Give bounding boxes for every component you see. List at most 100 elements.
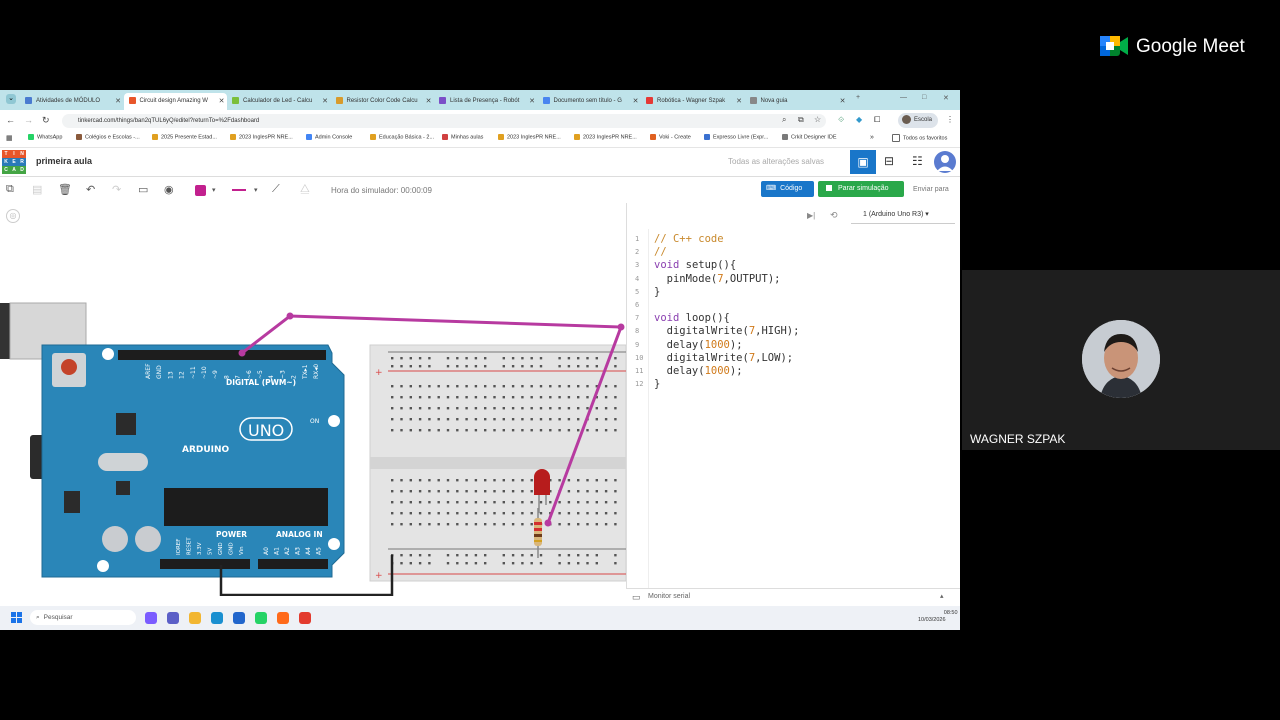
breadboard-hole[interactable] (511, 385, 515, 388)
code-line[interactable]: pinMode(7,OUTPUT); (654, 272, 781, 285)
breadboard-hole[interactable] (604, 490, 608, 493)
breadboard-hole[interactable] (465, 357, 468, 360)
breadboard-hole[interactable] (465, 418, 468, 421)
breadboard-hole[interactable] (595, 512, 598, 515)
breadboard-hole[interactable] (400, 501, 403, 504)
breadboard-hole[interactable] (502, 396, 505, 399)
breadboard-hole[interactable] (484, 407, 487, 410)
breadboard-hole[interactable] (428, 512, 431, 515)
code-line[interactable]: void setup(){ (654, 259, 737, 272)
breadboard-hole[interactable] (400, 562, 403, 565)
breadboard-hole[interactable] (511, 407, 515, 410)
send-to-button[interactable]: Enviar para (913, 186, 949, 193)
breadboard-hole[interactable] (530, 429, 533, 432)
ground-wire[interactable] (219, 555, 394, 596)
breadboard-hole[interactable] (418, 479, 422, 482)
breadboard-hole[interactable] (549, 490, 552, 493)
breadboard-hole[interactable] (484, 523, 487, 526)
breadboard-hole[interactable] (614, 562, 617, 565)
breadboard-hole[interactable] (484, 490, 487, 493)
breadboard-hole[interactable] (428, 490, 431, 493)
breadboard-hole[interactable] (595, 501, 598, 504)
breadboard-hole[interactable] (437, 396, 440, 399)
breadboard-hole[interactable] (614, 501, 617, 504)
browser-tab[interactable]: Lista de Presença - Robót✕ (434, 93, 537, 110)
code-line[interactable]: } (654, 378, 661, 391)
magenta-wire[interactable] (241, 314, 624, 524)
breadboard-hole[interactable] (567, 418, 571, 421)
breadboard-hole[interactable] (539, 357, 543, 360)
profile-button[interactable]: Escola (898, 113, 938, 128)
breadboard-hole[interactable] (502, 365, 505, 368)
breadboard-hole[interactable] (409, 512, 412, 515)
breadboard-hole[interactable] (428, 501, 431, 504)
breadboard-hole[interactable] (604, 479, 608, 482)
code-line[interactable]: // C++ code (654, 233, 724, 245)
breadboard-hole[interactable] (530, 407, 533, 410)
eye-icon[interactable]: ◉ (164, 184, 174, 196)
redo-icon[interactable]: ↷ (112, 184, 122, 196)
breadboard-hole[interactable] (558, 501, 561, 504)
browser-tab[interactable]: Calculador de Led - Calcu✕ (227, 93, 330, 110)
breadboard-hole[interactable] (418, 562, 422, 565)
breadboard-hole[interactable] (456, 562, 459, 565)
breadboard-hole[interactable] (595, 365, 598, 368)
breadboard-hole[interactable] (484, 512, 487, 515)
breadboard-hole[interactable] (493, 512, 496, 515)
breadboard-hole[interactable] (558, 512, 561, 515)
breadboard-hole[interactable] (465, 490, 468, 493)
breadboard-hole[interactable] (400, 407, 403, 410)
breadboard-hole[interactable] (577, 385, 580, 388)
minimize-icon[interactable]: — (900, 94, 907, 101)
breadboard-hole[interactable] (456, 490, 459, 493)
breadboard-hole[interactable] (586, 407, 589, 410)
breadboard-hole[interactable] (400, 429, 403, 432)
wire-endpoint[interactable] (544, 519, 552, 527)
breadboard-hole[interactable] (474, 385, 478, 388)
breadboard-hole[interactable] (400, 385, 403, 388)
breadboard-hole[interactable] (558, 418, 561, 421)
breadboard-hole[interactable] (474, 357, 478, 360)
breadboard-hole[interactable] (614, 479, 617, 482)
code-line[interactable]: void loop(){ (654, 312, 730, 325)
breadboard-hole[interactable] (577, 562, 580, 565)
breadboard-hole[interactable] (418, 407, 422, 410)
breadboard-hole[interactable] (437, 385, 440, 388)
breadboard-hole[interactable] (446, 490, 450, 493)
breadboard-hole[interactable] (539, 396, 543, 399)
breadboard-hole[interactable] (577, 512, 580, 515)
breadboard-hole[interactable] (418, 554, 422, 557)
breadboard-hole[interactable] (456, 357, 459, 360)
breadboard-hole[interactable] (418, 418, 422, 421)
url-field[interactable]: tinkercad.com/things/ban2qTUL6yQ/editel?… (62, 114, 826, 128)
breadboard-hole[interactable] (595, 562, 598, 565)
reset-button[interactable] (61, 359, 77, 375)
breadboard-hole[interactable] (484, 357, 487, 360)
device-select[interactable]: 1 (Arduino Uno R3) ▾ (851, 207, 955, 224)
breadboard-hole[interactable] (418, 357, 422, 360)
breadboard-hole[interactable] (474, 418, 478, 421)
breadboard-hole[interactable] (539, 418, 543, 421)
breadboard-hole[interactable] (549, 429, 552, 432)
breadboard-hole[interactable] (530, 501, 533, 504)
breadboard-hole[interactable] (539, 512, 543, 515)
component-list-icon[interactable]: ⊟ (884, 154, 895, 168)
apps-icon[interactable]: ▦ (6, 135, 13, 142)
breadboard-hole[interactable] (428, 357, 431, 360)
extension-icon[interactable]: ⟐ (838, 115, 845, 124)
circuit-view-icon[interactable]: ▣ (850, 150, 876, 174)
breadboard-hole[interactable] (604, 418, 608, 421)
breadboard-hole[interactable] (558, 554, 561, 557)
wire-style-icon[interactable] (232, 189, 246, 191)
breadboard-hole[interactable] (567, 523, 571, 526)
breadboard-hole[interactable] (567, 407, 571, 410)
breadboard-hole[interactable] (474, 396, 478, 399)
bookmark-item[interactable]: Minhas aulas (442, 134, 483, 140)
breadboard-hole[interactable] (530, 396, 533, 399)
breadboard-hole[interactable] (521, 407, 524, 410)
breadboard-hole[interactable] (391, 396, 394, 399)
breadboard-hole[interactable] (558, 407, 561, 410)
chrome-icon[interactable] (299, 612, 311, 624)
breadboard-hole[interactable] (521, 365, 524, 368)
